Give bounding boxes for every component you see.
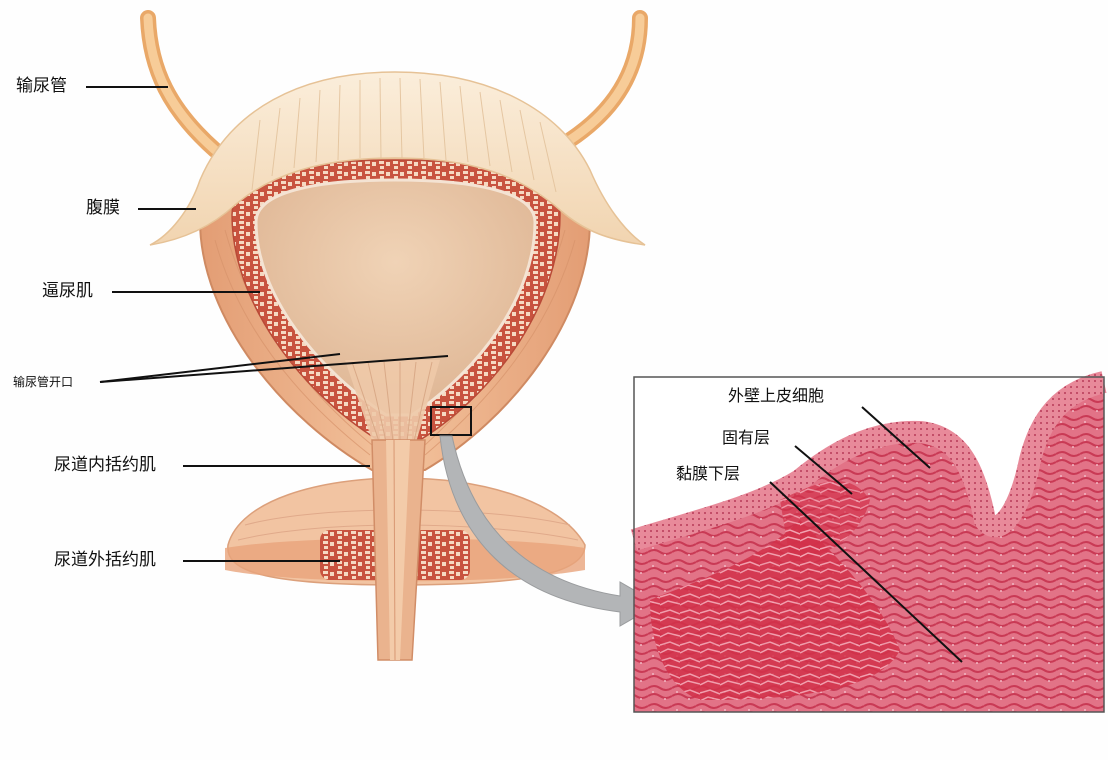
label-peritoneum: 腹膜: [86, 198, 120, 218]
label-ureter: 输尿管: [16, 76, 67, 96]
histology-inset: [630, 371, 1107, 713]
label-internal-sphincter: 尿道内括约肌: [54, 455, 156, 475]
trigone: [345, 360, 440, 470]
label-submucosa: 黏膜下层: [676, 464, 741, 483]
label-external-sphincter: 尿道外括约肌: [54, 550, 156, 570]
label-ureteral-orifice: 输尿管开口: [13, 375, 74, 389]
leader-lines: [86, 86, 449, 562]
label-urothelium: 外壁上皮细胞: [728, 386, 825, 405]
label-detrusor: 逼尿肌: [42, 281, 93, 301]
zoom-region-box: [430, 406, 472, 436]
label-lamina-propria: 固有层: [722, 428, 771, 447]
left-ureter: [140, 10, 223, 158]
